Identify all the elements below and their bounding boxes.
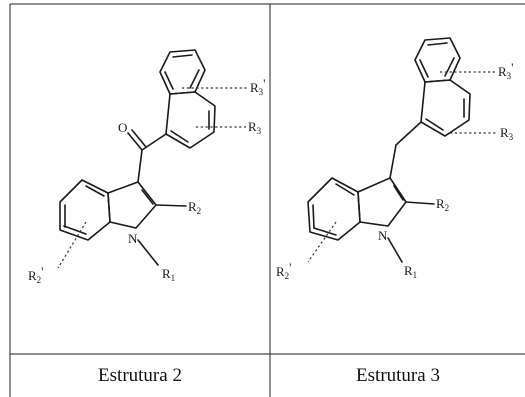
s2-oxygen-label: O xyxy=(118,120,127,135)
s2-r1-bond xyxy=(137,239,159,266)
s3-indole-pyrrole-ring xyxy=(357,177,407,227)
s3-r1-bond xyxy=(387,237,403,263)
s2-naphthalene-lower-ring xyxy=(165,91,216,149)
s3-methylene-bond xyxy=(395,121,422,146)
structure-2: R3' R3 O R2 N R1 R2' Estrutura 2 xyxy=(28,49,266,386)
s2-r3-prime-label: R3' xyxy=(250,76,266,97)
s3-nitrogen-label: N xyxy=(378,228,388,243)
table-frame xyxy=(9,3,525,397)
s3-r2-label: R2 xyxy=(436,196,449,213)
s3-naphthalene-lower-ring xyxy=(420,79,471,137)
s2-indole-benzene-ring xyxy=(59,179,111,241)
s3-caption: Estrutura 3 xyxy=(356,365,440,386)
s3-r2-prime-label: R2' xyxy=(276,260,292,281)
s2-r2-prime-label: R2' xyxy=(28,264,44,285)
s2-indole-pyrrole-ring xyxy=(107,181,157,229)
s2-r3-label: R3 xyxy=(248,119,262,136)
s2-r2-prime-bond xyxy=(57,221,87,269)
s3-r2-prime-bond xyxy=(307,221,337,263)
s2-r1-label: R1 xyxy=(162,266,175,283)
s2-r2-label: R2 xyxy=(188,199,201,216)
s2-nitrogen-label: N xyxy=(128,231,138,246)
s2-caption: Estrutura 2 xyxy=(98,365,182,386)
structure-3: R3' R3 R2 N R1 R2' Estrutura 3 xyxy=(276,37,514,386)
s2-r2-bond xyxy=(155,204,187,207)
s3-r2-bond xyxy=(405,201,435,205)
s3-r3-prime-label: R3' xyxy=(498,60,514,81)
s3-indole-benzene-ring xyxy=(307,177,361,241)
s3-r3-label: R3 xyxy=(500,125,514,142)
s3-r1-label: R1 xyxy=(404,263,417,280)
